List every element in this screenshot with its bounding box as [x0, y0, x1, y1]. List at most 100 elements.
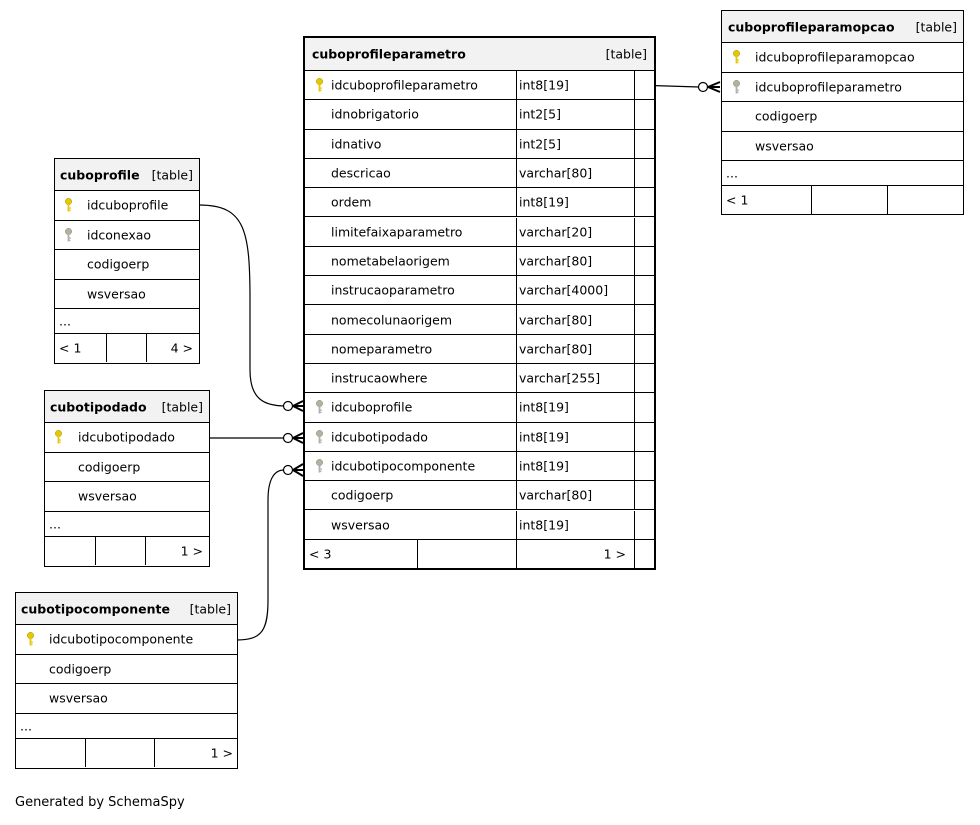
footer-children-count[interactable]: 4 >: [170, 340, 193, 356]
link-tipocomponente: [236, 469, 285, 641]
column-row[interactable]: wsversao: [722, 132, 963, 161]
column-type: varchar[80]: [519, 165, 593, 181]
column-divider: [516, 188, 517, 217]
more-columns-ellipsis: ...: [20, 718, 32, 733]
column-name: idconexao: [87, 227, 152, 243]
column-name: nomecolunaorigem: [331, 312, 452, 328]
column-name: codigoerp: [49, 661, 112, 677]
column-row[interactable]: nomecolunaorigem varchar[80]: [305, 305, 654, 335]
column-row[interactable]: wsversao: [45, 482, 209, 512]
column-row[interactable]: idconexao: [55, 221, 199, 250]
column-row[interactable]: codigoerp: [45, 453, 209, 482]
link-opcao-crowfoot: [707, 81, 721, 93]
foreign-key-icon: [315, 429, 324, 444]
column-row[interactable]: idcubotipocomponente: [16, 625, 237, 655]
column-row[interactable]: idcuboprofile: [55, 191, 199, 221]
column-name: nomeparametro: [331, 341, 433, 357]
primary-key-icon: [26, 632, 35, 647]
column-row[interactable]: codigoerp: [16, 655, 237, 684]
table-header: cuboprofileparametro [table]: [305, 38, 654, 71]
column-row[interactable]: idcubotipodado: [45, 423, 209, 453]
footer-divider: [811, 186, 812, 214]
column-row[interactable]: wsversao: [55, 280, 199, 309]
column-row[interactable]: wsversao: [16, 684, 237, 714]
link-tipocomponente-circle: [282, 464, 294, 476]
column-row[interactable]: codigoerp: [722, 102, 963, 132]
column-divider: [516, 305, 517, 334]
column-name: idcubotipodado: [78, 429, 175, 445]
column-name: wsversao: [49, 690, 108, 706]
more-columns-row: ...: [45, 512, 209, 537]
link-tipocomponente-crowfoot: [292, 463, 304, 477]
column-divider: [516, 364, 517, 393]
footer-parents-count[interactable]: < 3: [309, 546, 332, 562]
column-type: varchar[4000]: [519, 282, 609, 298]
table-footer: < 1: [722, 186, 963, 214]
table-cubotipodado[interactable]: cubotipodado [table] idcubotipodado codig…: [44, 390, 210, 567]
foreign-key-icon: [315, 459, 324, 474]
column-name: descricao: [331, 165, 391, 181]
footer-parents-count[interactable]: < 1: [59, 340, 82, 356]
column-type: int8[19]: [519, 517, 569, 533]
footer-children-count[interactable]: 1 >: [210, 745, 233, 760]
column-type: int2[5]: [519, 136, 561, 152]
more-columns-ellipsis: ...: [59, 313, 71, 329]
column-name: codigoerp: [78, 459, 141, 475]
column-name: limitefaixaparametro: [331, 224, 463, 240]
column-type: varchar[80]: [519, 312, 593, 328]
column-row[interactable]: idcuboprofileparamopcao: [722, 43, 963, 73]
column-divider: [634, 305, 635, 334]
column-divider: [634, 510, 635, 539]
footer-parents-count[interactable]: < 1: [726, 192, 749, 208]
more-columns-row: ...: [16, 714, 237, 739]
column-row[interactable]: idcuboprofileparametro: [722, 73, 963, 102]
table-cuboprofileparamopcao[interactable]: cuboprofileparamopcao [table] idcuboprof…: [721, 10, 964, 215]
column-name: wsversao: [755, 138, 814, 154]
table-cuboprofileparametro[interactable]: cuboprofileparametro [table] idcuboprofi…: [303, 36, 656, 570]
column-type: varchar[80]: [519, 487, 593, 503]
footer-children-count[interactable]: 1 >: [603, 546, 626, 562]
table-title: cuboprofileparamopcao: [728, 19, 895, 34]
table-footer: 1 >: [45, 536, 209, 565]
table-title: cubotipocomponente: [21, 601, 170, 616]
column-name: idcuboprofileparametro: [755, 79, 902, 95]
column-row[interactable]: descricao varchar[80]: [305, 158, 654, 189]
column-name: ordem: [331, 194, 372, 210]
primary-key-icon: [315, 78, 324, 93]
column-name: idcuboprofileparamopcao: [755, 49, 915, 65]
table-header: cubotipocomponente [table]: [16, 593, 237, 625]
primary-key-icon: [54, 430, 63, 445]
column-name: instrucaowhere: [331, 370, 428, 386]
footer-children-count[interactable]: 1 >: [180, 543, 203, 558]
table-cubotipocomponente[interactable]: cubotipocomponente [table] idcubotipocom…: [15, 592, 238, 769]
column-divider: [634, 217, 635, 246]
footer-divider: [516, 539, 517, 568]
table-tag: [table]: [151, 167, 193, 182]
column-divider: [634, 71, 635, 100]
link-cuboprofile: [198, 204, 287, 407]
table-tag: [table]: [605, 46, 647, 62]
table-tag: [table]: [915, 19, 957, 34]
foreign-key-icon: [315, 400, 324, 415]
column-name: idcubotipodado: [331, 429, 428, 445]
column-divider: [634, 276, 635, 305]
column-row[interactable]: codigoerp: [55, 250, 199, 280]
column-divider: [516, 422, 517, 451]
column-divider: [634, 246, 635, 276]
table-header: cubotipodado [table]: [45, 391, 209, 423]
